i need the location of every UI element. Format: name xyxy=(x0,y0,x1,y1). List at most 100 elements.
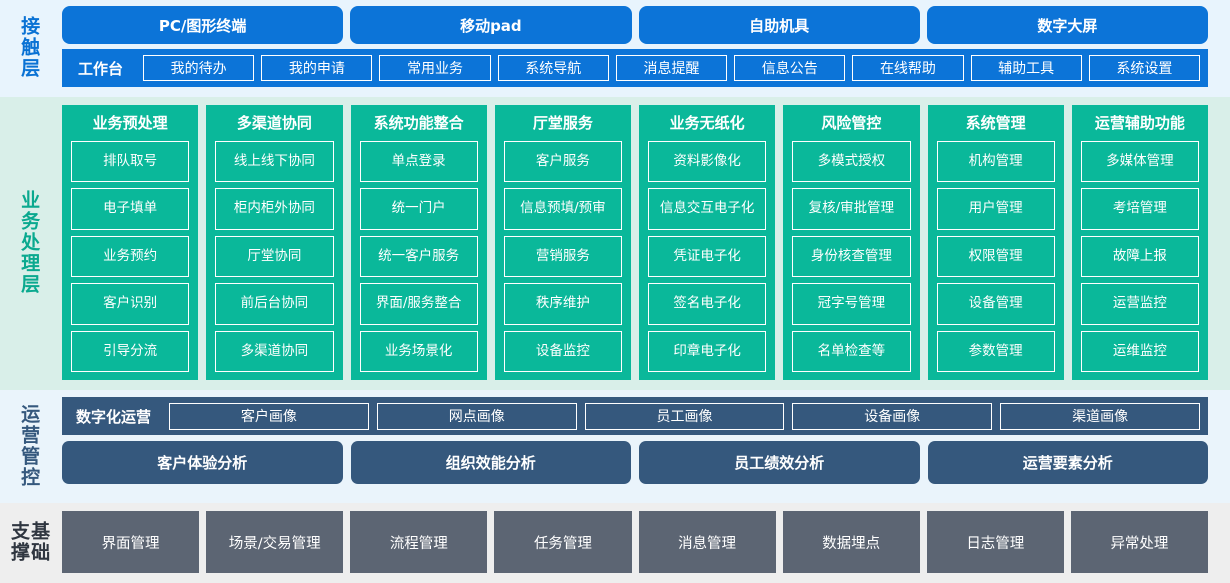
base-item-log-management[interactable]: 日志管理 xyxy=(926,511,1064,573)
portrait-employee[interactable]: 员工画像 xyxy=(584,402,785,430)
workbench-item-message-alert[interactable]: 消息提醒 xyxy=(615,55,728,81)
business-column-lobby-service: 厅堂服务 客户服务 信息预填/预审 营销服务 秩序维护 设备监控 xyxy=(494,105,631,380)
analysis-row: 客户体验分析 组织效能分析 员工绩效分析 运营要素分析 xyxy=(62,441,1208,484)
band-label-business-text: 业务处理层 xyxy=(18,190,41,295)
base-item-ui-management[interactable]: 界面管理 xyxy=(62,511,200,573)
band-label-contact: 接触层 xyxy=(0,6,58,89)
business-cell[interactable]: 营销服务 xyxy=(503,235,622,278)
business-cell[interactable]: 凭证电子化 xyxy=(648,235,767,278)
terminal-chip-self-service[interactable]: 自助机具 xyxy=(638,6,920,44)
business-column-system-integration: 系统功能整合 单点登录 统一门户 统一客户服务 界面/服务整合 业务场景化 xyxy=(350,105,487,380)
business-cell[interactable]: 设备管理 xyxy=(936,283,1055,325)
band-label-ops-text: 运营管控 xyxy=(18,404,41,488)
business-column-multichannel: 多渠道协同 线上线下协同 柜内柜外协同 厅堂协同 前后台协同 多渠道协同 xyxy=(206,105,343,380)
analysis-org-efficiency[interactable]: 组织效能分析 xyxy=(350,441,631,484)
terminal-row: PC/图形终端 移动pad 自助机具 数字大屏 xyxy=(58,6,1230,44)
business-cell[interactable]: 柜内柜外协同 xyxy=(215,188,334,230)
business-cell[interactable]: 多模式授权 xyxy=(792,141,911,183)
portrait-customer[interactable]: 客户画像 xyxy=(169,402,369,430)
workbench-title: 工作台 xyxy=(78,59,124,78)
digital-ops-title: 数字化运营 xyxy=(76,407,152,426)
band-ops-layer: 运营管控 数字化运营 客户画像 网点画像 员工画像 设备画像 渠道画像 客户体验… xyxy=(0,390,1230,503)
base-item-exception-handling[interactable]: 异常处理 xyxy=(1070,511,1208,573)
terminal-chip-mobile-pad[interactable]: 移动pad xyxy=(350,6,632,44)
business-cell[interactable]: 业务场景化 xyxy=(359,330,478,373)
band-business-layer: 业务处理层 业务预处理 排队取号 电子填单 业务预约 客户识别 引导分流 多渠道… xyxy=(0,97,1230,390)
workbench-item-system-settings[interactable]: 系统设置 xyxy=(1088,55,1200,81)
base-item-data-tracking[interactable]: 数据埋点 xyxy=(782,511,920,573)
workbench-item-my-application[interactable]: 我的申请 xyxy=(261,55,373,81)
column-title: 厅堂服务 xyxy=(532,114,593,132)
base-item-task-management[interactable]: 任务管理 xyxy=(494,511,632,573)
band-label-base: 基础支撑 xyxy=(0,511,58,573)
business-cell[interactable]: 界面/服务整合 xyxy=(359,283,478,325)
business-cell[interactable]: 设备监控 xyxy=(503,330,622,373)
band-label-business: 业务处理层 xyxy=(0,105,58,380)
business-cell[interactable]: 信息预填/预审 xyxy=(503,188,622,230)
business-cell[interactable]: 客户识别 xyxy=(71,283,190,325)
base-item-scenario-transaction[interactable]: 场景/交易管理 xyxy=(206,511,344,573)
workbench-item-aux-tools[interactable]: 辅助工具 xyxy=(970,55,1082,81)
business-cell[interactable]: 统一门户 xyxy=(359,188,478,230)
column-title: 业务无纸化 xyxy=(669,114,745,132)
terminal-chip-pc[interactable]: PC/图形终端 xyxy=(62,6,344,44)
portrait-channel[interactable]: 渠道画像 xyxy=(1000,402,1200,430)
business-columns: 业务预处理 排队取号 电子填单 业务预约 客户识别 引导分流 多渠道协同 线上线… xyxy=(58,105,1230,380)
business-cell[interactable]: 多媒体管理 xyxy=(1080,141,1199,183)
workbench-item-announcement[interactable]: 信息公告 xyxy=(734,55,846,81)
business-cell[interactable]: 秩序维护 xyxy=(503,283,622,325)
business-cell[interactable]: 电子填单 xyxy=(71,188,190,230)
workbench-item-my-todo[interactable]: 我的待办 xyxy=(143,55,255,81)
business-cell[interactable]: 前后台协同 xyxy=(215,283,334,325)
base-item-process-management[interactable]: 流程管理 xyxy=(350,511,488,573)
analysis-ops-factors[interactable]: 运营要素分析 xyxy=(927,441,1208,484)
business-cell[interactable]: 厅堂协同 xyxy=(215,235,334,278)
band-label-contact-text: 接触层 xyxy=(18,16,41,79)
portrait-device[interactable]: 设备画像 xyxy=(792,402,993,430)
business-cell[interactable]: 排队取号 xyxy=(71,141,190,183)
business-cell[interactable]: 签名电子化 xyxy=(648,283,767,325)
column-title: 风险管控 xyxy=(821,114,882,132)
column-title: 系统管理 xyxy=(965,114,1026,132)
business-cell[interactable]: 单点登录 xyxy=(359,141,478,183)
business-cell[interactable]: 信息交互电子化 xyxy=(648,188,767,230)
base-layer-body: 界面管理 场景/交易管理 流程管理 任务管理 消息管理 数据埋点 日志管理 异常… xyxy=(58,511,1230,573)
business-cell[interactable]: 客户服务 xyxy=(503,141,622,183)
business-cell[interactable]: 冠字号管理 xyxy=(792,283,911,325)
business-cell[interactable]: 多渠道协同 xyxy=(215,330,334,373)
business-cell[interactable]: 参数管理 xyxy=(936,330,1055,373)
ops-layer-body: 数字化运营 客户画像 网点画像 员工画像 设备画像 渠道画像 客户体验分析 组织… xyxy=(58,397,1230,495)
terminal-chip-digital-screen[interactable]: 数字大屏 xyxy=(926,6,1208,44)
business-cell[interactable]: 故障上报 xyxy=(1080,235,1199,278)
business-cell[interactable]: 印章电子化 xyxy=(648,330,767,373)
base-item-message-management[interactable]: 消息管理 xyxy=(638,511,776,573)
workbench-item-system-nav[interactable]: 系统导航 xyxy=(497,55,609,81)
business-cell[interactable]: 权限管理 xyxy=(936,235,1055,278)
business-cell[interactable]: 名单检查等 xyxy=(792,330,911,373)
business-cell[interactable]: 运维监控 xyxy=(1080,330,1199,373)
business-cell[interactable]: 考培管理 xyxy=(1080,188,1199,230)
analysis-employee-performance[interactable]: 员工绩效分析 xyxy=(639,441,920,484)
workbench-item-common-business[interactable]: 常用业务 xyxy=(379,55,491,81)
business-column-system-management: 系统管理 机构管理 用户管理 权限管理 设备管理 参数管理 xyxy=(927,105,1064,380)
workbench-item-online-help[interactable]: 在线帮助 xyxy=(852,55,964,81)
column-title: 运营辅助功能 xyxy=(1094,114,1185,132)
business-cell[interactable]: 运营监控 xyxy=(1080,283,1199,325)
column-title: 业务预处理 xyxy=(92,114,168,132)
business-cell[interactable]: 业务预约 xyxy=(71,235,190,278)
business-cell[interactable]: 资料影像化 xyxy=(648,141,767,183)
digital-ops-row: 数字化运营 客户画像 网点画像 员工画像 设备画像 渠道画像 xyxy=(62,397,1208,435)
business-cell[interactable]: 身份核查管理 xyxy=(792,235,911,278)
business-column-preprocess: 业务预处理 排队取号 电子填单 业务预约 客户识别 引导分流 xyxy=(62,105,199,380)
business-cell[interactable]: 统一客户服务 xyxy=(359,235,478,278)
column-title: 系统功能整合 xyxy=(373,114,464,132)
business-cell[interactable]: 机构管理 xyxy=(936,141,1055,183)
workbench-bar: 工作台 我的待办 我的申请 常用业务 系统导航 消息提醒 信息公告 在线帮助 辅… xyxy=(62,49,1208,87)
business-cell[interactable]: 引导分流 xyxy=(71,330,190,373)
portrait-branch[interactable]: 网点画像 xyxy=(376,402,577,430)
business-cell[interactable]: 线上线下协同 xyxy=(215,141,334,183)
analysis-customer-experience[interactable]: 客户体验分析 xyxy=(62,441,343,484)
column-title: 多渠道协同 xyxy=(236,114,312,132)
business-cell[interactable]: 复核/审批管理 xyxy=(792,188,911,230)
business-cell[interactable]: 用户管理 xyxy=(936,188,1055,230)
